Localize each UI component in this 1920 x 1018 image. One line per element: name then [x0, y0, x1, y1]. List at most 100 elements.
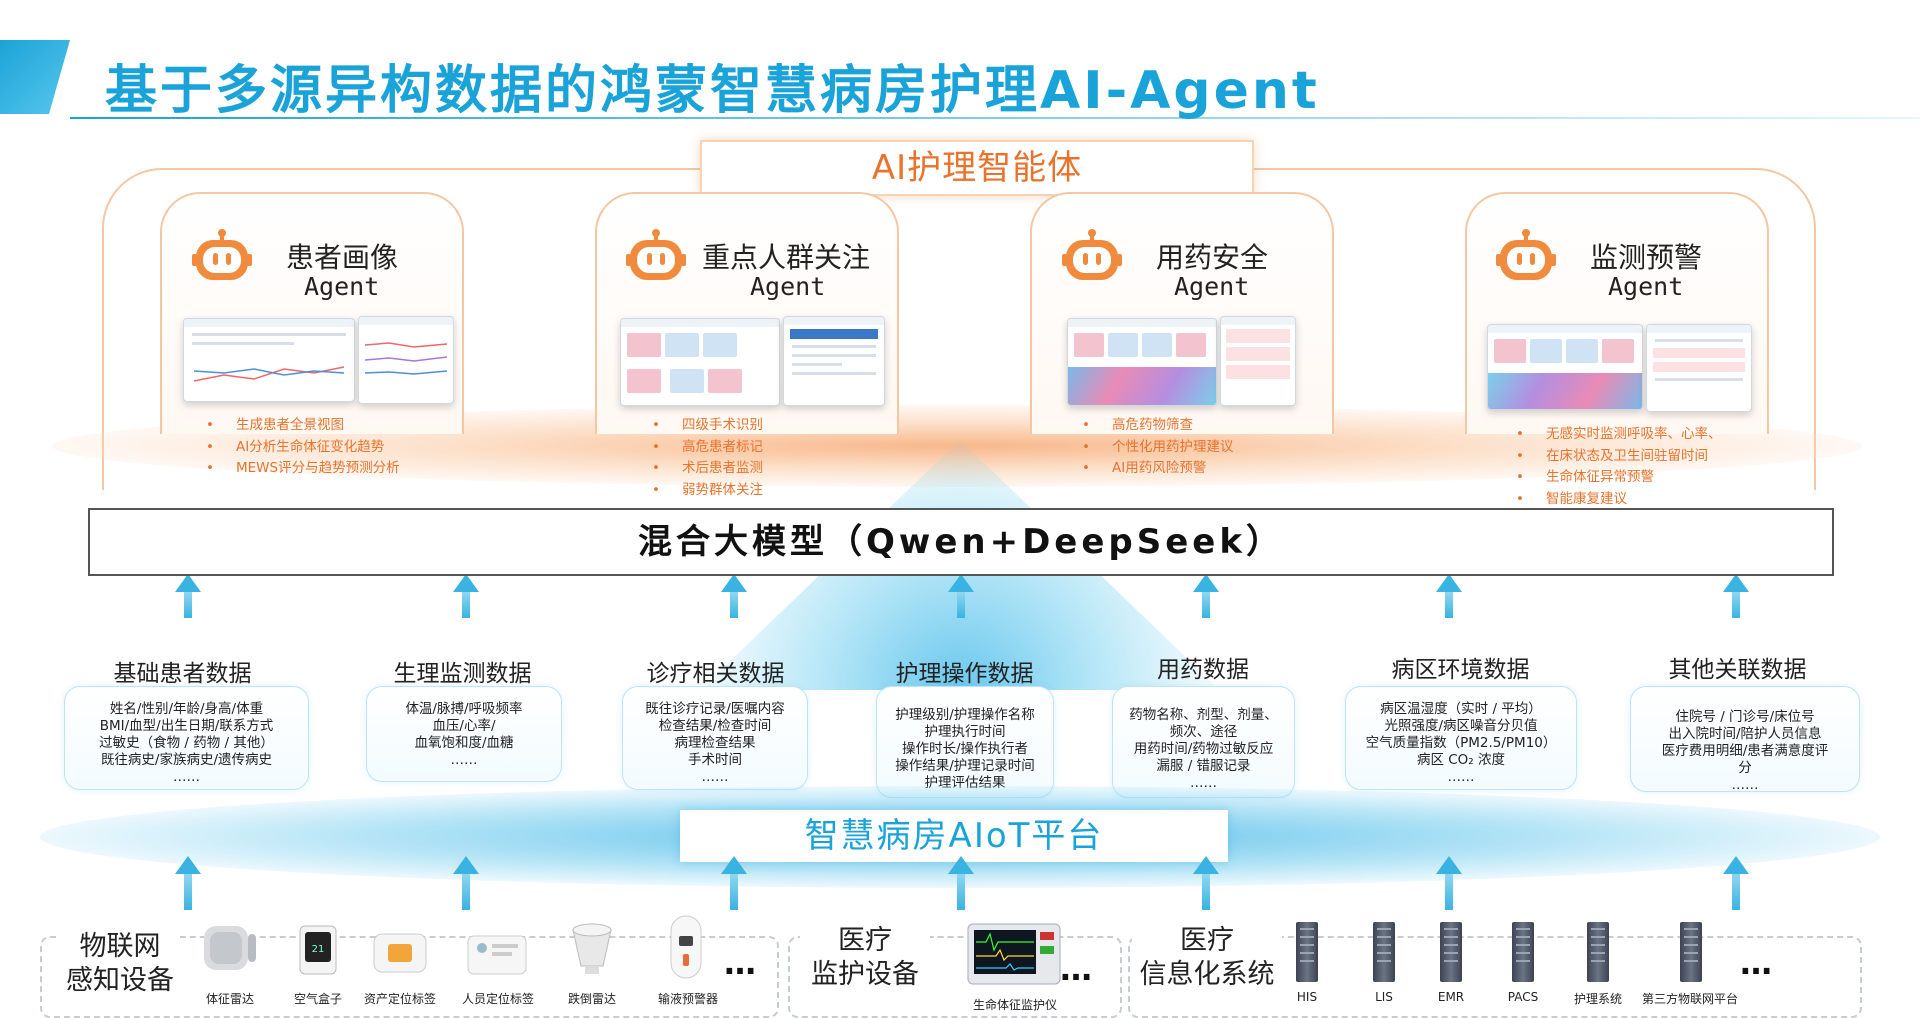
- data-line: 分: [1738, 760, 1752, 776]
- page-title: 基于多源异构数据的鸿蒙智慧病房护理AI-Agent: [105, 61, 1320, 121]
- device-label: 跌倒雷达: [567, 992, 616, 1006]
- more-indicator: …: [1740, 944, 1775, 982]
- up-arrow: [948, 574, 974, 618]
- device-label: 资产定位标签: [363, 992, 436, 1006]
- data-line: 血压/心率/: [432, 718, 496, 734]
- feature-item: 术后患者监测: [652, 458, 763, 480]
- up-arrow: [1193, 856, 1219, 910]
- agent-screenshot: [1067, 318, 1217, 406]
- data-line: 频次、途径: [1169, 724, 1238, 740]
- server-icon: [1440, 922, 1462, 982]
- device-group-medical-monitor: [788, 936, 1122, 1018]
- data-line: 出入院时间/陪护人员信息: [1668, 726, 1822, 742]
- data-category-title: 护理操作数据: [895, 661, 1034, 687]
- device-label: 空气盒子: [293, 992, 342, 1006]
- system-label: HIS: [1296, 990, 1318, 1004]
- agent-name: 用药安全: [1156, 241, 1269, 274]
- device-label: 人员定位标签: [461, 992, 534, 1006]
- data-line: 操作结果/护理记录时间: [895, 758, 1035, 774]
- data-line: 光照强度/病区噪音分贝值: [1384, 718, 1538, 734]
- up-arrow: [1193, 574, 1219, 618]
- data-category-box: 既往诊疗记录/医嘱内容 检查结果/检查时间 病理检查结果 手术时间 ……: [622, 686, 808, 790]
- agent-sub: Agent: [1174, 272, 1250, 301]
- robot-icon: [626, 229, 686, 280]
- data-category-title: 诊疗相关数据: [646, 661, 785, 687]
- data-category-title: 生理监测数据: [393, 661, 532, 687]
- device-group-title-line: 感知设备: [66, 965, 174, 996]
- up-arrow: [1436, 574, 1462, 618]
- data-category-box: 姓名/性别/年龄/身高/体重 BMI/血型/出生日期/联系方式 过敏史（食物 /…: [64, 686, 309, 790]
- header-stripe: [0, 40, 70, 114]
- device-label: 体征雷达: [205, 992, 254, 1006]
- feature-item: AI用药风险预警: [1082, 458, 1234, 480]
- data-line: ……: [1731, 777, 1759, 793]
- up-arrow: [175, 574, 201, 618]
- data-line: ……: [1447, 769, 1475, 785]
- sign-radar-icon: [204, 926, 256, 970]
- agent-screenshot: [1646, 324, 1752, 412]
- fall-radar-icon: [572, 923, 612, 974]
- robot-icon: [1496, 229, 1556, 280]
- data-line: 病理检查结果: [674, 735, 756, 751]
- agent-screenshot: [620, 318, 780, 406]
- data-line: ……: [173, 769, 200, 785]
- device-group-title-line: 医疗: [838, 925, 892, 956]
- device-group-title-line: 医疗: [1180, 925, 1234, 956]
- up-arrow: [948, 856, 974, 910]
- data-line: 血氧饱和度/血糖: [414, 735, 514, 751]
- data-line: 检查结果/检查时间: [658, 718, 772, 734]
- device-group-title-line: 信息化系统: [1139, 959, 1275, 990]
- data-line: 病区温湿度（实时 / 平均）: [1380, 701, 1542, 717]
- ai-layer-title: AI护理智能体: [700, 140, 1254, 196]
- feature-item: 无感实时监测呼吸率、心率、: [1516, 424, 1722, 446]
- agent-feature-list: 生成患者全景视图 AI分析生命体征变化趋势 MEWS评分与趋势预测分析: [206, 415, 400, 480]
- feature-item: MEWS评分与趋势预测分析: [206, 458, 400, 480]
- svg-text:21: 21: [312, 944, 325, 955]
- device-group-title-line: 监护设备: [811, 959, 919, 990]
- system-label: LIS: [1375, 990, 1393, 1004]
- system-label: PACS: [1507, 990, 1539, 1004]
- data-category-title: 用药数据: [1157, 657, 1249, 683]
- device-group-title: 医疗 监护设备: [800, 924, 930, 992]
- data-category-box: 体温/脉搏/呼吸频率 血压/心率/ 血氧饱和度/血糖 ……: [366, 686, 562, 782]
- data-category-box: 护理级别/护理操作名称 护理执行时间 操作时长/操作执行者 操作结果/护理记录时…: [876, 686, 1054, 798]
- data-line: 空气质量指数（PM2.5/PM10）: [1365, 735, 1557, 751]
- robot-icon: [192, 229, 252, 280]
- agent-name: 患者画像: [286, 241, 399, 274]
- hybrid-model-box: 混合大模型（Qwen+DeepSeek）: [88, 508, 1834, 576]
- data-line: 病区 CO₂ 浓度: [1416, 752, 1506, 768]
- feature-item: 个性化用药护理建议: [1082, 437, 1234, 459]
- infusion-alarm-icon: [670, 915, 702, 979]
- up-arrow: [721, 574, 747, 618]
- agent-name: 重点人群关注: [702, 241, 871, 274]
- data-line: BMI/血型/出生日期/联系方式: [99, 718, 274, 734]
- agent-feature-list: 无感实时监测呼吸率、心率、 在床状态及卫生间驻留时间 生命体征异常预警 智能康复…: [1516, 424, 1722, 510]
- data-line: 用药时间/药物过敏反应: [1133, 741, 1274, 757]
- more-indicator: …: [1060, 950, 1095, 988]
- agent-screenshot: [1487, 324, 1643, 410]
- agent-screenshot: [783, 316, 885, 406]
- data-category-box: 药物名称、剂型、剂量、 频次、途径 用药时间/药物过敏反应 漏服 / 错服记录 …: [1112, 686, 1295, 798]
- up-arrow: [453, 574, 479, 618]
- system-label: 护理系统: [1573, 992, 1622, 1006]
- agent-feature-list: 高危药物筛查 个性化用药护理建议 AI用药风险预警: [1082, 415, 1234, 480]
- feature-item: 智能康复建议: [1516, 489, 1722, 511]
- agent-name: 监测预警: [1590, 241, 1703, 274]
- device-label: 输液预警器: [657, 992, 718, 1006]
- server-icon: [1680, 922, 1702, 982]
- data-line: 护理级别/护理操作名称: [895, 707, 1035, 723]
- up-arrow: [1436, 856, 1462, 910]
- server-icon: [1512, 922, 1534, 982]
- aiot-platform-box: 智慧病房AIoT平台: [680, 810, 1228, 862]
- data-line: 漏服 / 错服记录: [1156, 758, 1251, 774]
- data-line: 医疗费用明细/患者满意度评: [1661, 743, 1829, 759]
- device-group-info-system: [1128, 936, 1862, 1018]
- device-group-title-line: 物联网: [79, 931, 161, 962]
- feature-item: 弱势群体关注: [652, 480, 763, 502]
- feature-item: 生命体征异常预警: [1516, 467, 1722, 489]
- up-arrow: [453, 856, 479, 910]
- data-line: 住院号 / 门诊号/床位号: [1675, 709, 1815, 725]
- data-line: 药物名称、剂型、剂量、: [1129, 707, 1278, 723]
- agent-feature-list: 四级手术识别 高危患者标记 术后患者监测 弱势群体关注: [652, 415, 763, 501]
- data-category-box: 病区温湿度（实时 / 平均） 光照强度/病区噪音分贝值 空气质量指数（PM2.5…: [1345, 686, 1577, 790]
